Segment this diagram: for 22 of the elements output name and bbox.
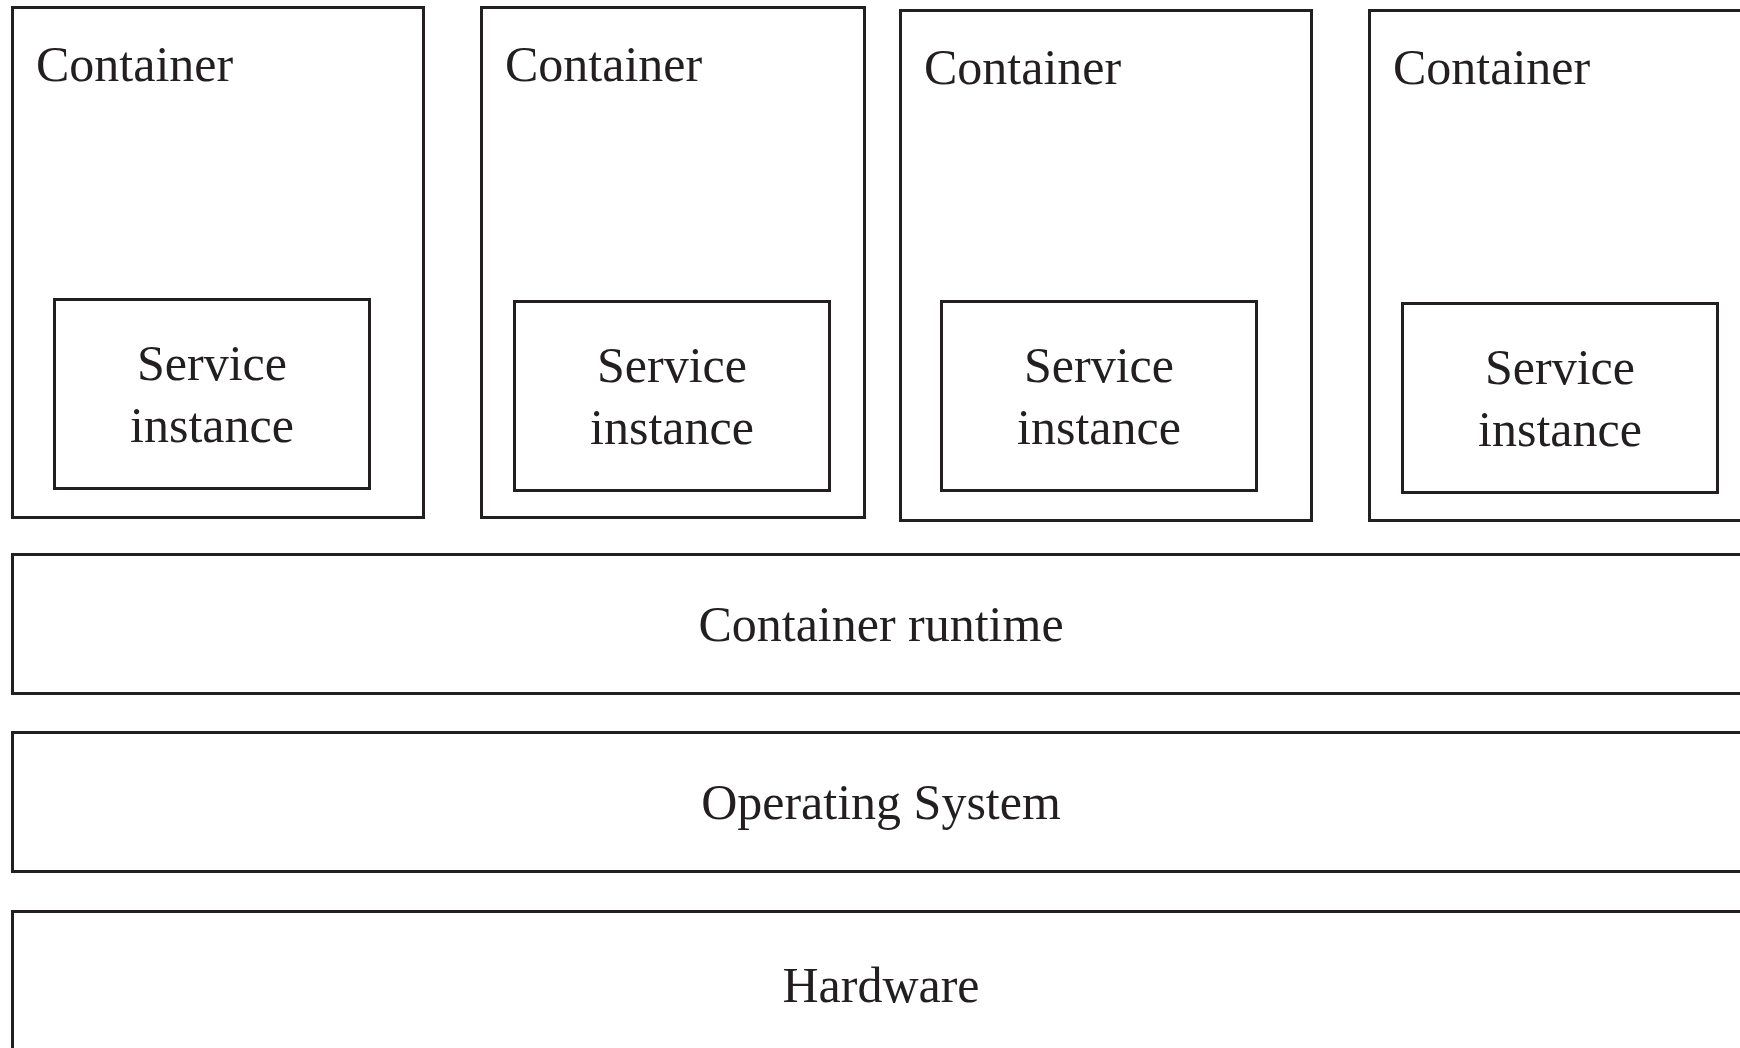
container-title: Container xyxy=(36,35,234,94)
service-instance-box xyxy=(940,300,1258,492)
layer-label: Service instance xyxy=(129,333,295,455)
container-title: Container xyxy=(924,38,1122,97)
service-instance-box xyxy=(53,298,371,490)
container-title: Container xyxy=(1393,38,1591,97)
layer-label: Hardware xyxy=(782,955,980,1015)
service-instance-box xyxy=(1401,302,1719,494)
container-box xyxy=(899,9,1313,522)
layer-band xyxy=(11,731,1740,873)
layer-band xyxy=(11,910,1740,1048)
container-box xyxy=(1368,9,1740,522)
layer-label: Service instance xyxy=(589,335,755,457)
container-title: Container xyxy=(505,35,703,94)
layer-label: Service instance xyxy=(1016,335,1182,457)
layer-band xyxy=(11,553,1740,695)
service-instance-box xyxy=(513,300,831,492)
layer-label: Service instance xyxy=(1477,337,1643,459)
container-box xyxy=(11,6,425,519)
layer-label: Operating System xyxy=(701,772,1061,832)
layer-label: Container runtime xyxy=(698,594,1064,654)
container-box xyxy=(480,6,866,519)
